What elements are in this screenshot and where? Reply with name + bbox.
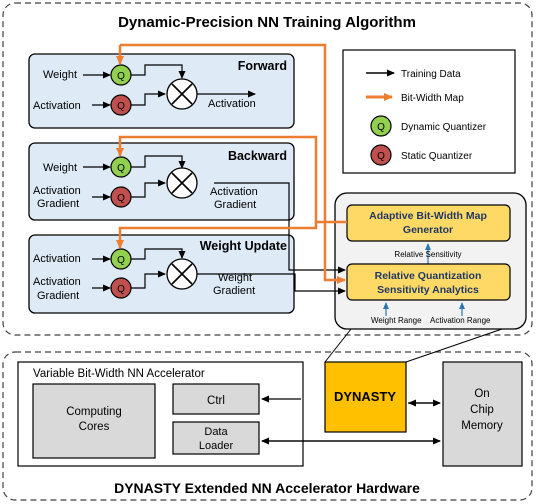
orange-input-to-analytics <box>120 43 346 284</box>
dynasty-box[interactable] <box>324 361 407 433</box>
analytics-label-1: Relative Quantization <box>375 270 482 282</box>
quantizer-q: Q <box>117 193 125 204</box>
legend-dynamic-quantizer: Dynamic Quantizer <box>401 122 487 133</box>
legend-bit-width-map: Bit-Width Map <box>401 93 464 104</box>
orange-map-to-weight-update <box>116 222 318 249</box>
relative-sensitivity-label: Relative Sensitivity <box>394 250 461 259</box>
computing-cores-label-1: Computing <box>66 406 122 418</box>
data-loader-label-1: Data <box>204 426 228 438</box>
forward-output-label: Activation <box>208 98 256 110</box>
ctrl-box[interactable] <box>172 383 260 415</box>
hardware-title: DYNASTY Extended NN Accelerator Hardware <box>114 480 420 496</box>
quantizer-q: Q <box>117 255 125 266</box>
wu-grad-label-2: Gradient <box>37 290 79 302</box>
backward-weight-label: Weight <box>43 162 77 174</box>
legend-dynamic-quantizer-icon <box>370 115 392 137</box>
quantizer-q: Q <box>117 284 125 295</box>
quantizer-q: Q <box>377 151 385 162</box>
analytics-box[interactable] <box>346 263 511 301</box>
accelerator-title: Variable Bit-Width NN Accelerator <box>33 368 205 380</box>
wu-activation-label: Activation <box>33 253 81 265</box>
wu-output-label-1: Weight <box>218 272 252 284</box>
legend-static-quantizer: Static Quantizer <box>401 151 473 162</box>
computing-cores-label-2: Cores <box>79 421 110 433</box>
weight-range-label: Weight Range <box>371 316 422 325</box>
data-loader-box[interactable] <box>172 421 260 455</box>
dynasty-label: DYNASTY <box>334 389 396 404</box>
map-generator-label-2: Generator <box>403 224 453 236</box>
backward-grad-label-2: Gradient <box>37 198 79 210</box>
forward-weight-label: Weight <box>43 69 77 81</box>
wu-output-label-2: Gradient <box>213 285 255 297</box>
hardware-section <box>2 351 533 501</box>
legend-static-quantizer-icon <box>370 144 392 166</box>
memory-label-1: On <box>474 388 489 400</box>
forward-activation-label: Activation <box>33 100 81 112</box>
wu-grad-label-1: Activation <box>33 276 81 288</box>
backward-output-label-2: Gradient <box>214 199 256 211</box>
algorithm-section <box>2 2 533 336</box>
weight-update-title: Weight Update <box>200 239 287 253</box>
quantizer-q: Q <box>117 163 125 174</box>
forward-title: Forward <box>238 59 287 73</box>
ctrl-label: Ctrl <box>207 395 225 407</box>
memory-box[interactable] <box>442 361 523 467</box>
data-loader-label-2: Loader <box>199 440 234 452</box>
computing-cores-box[interactable] <box>32 383 156 459</box>
quantizer-q: Q <box>117 101 125 112</box>
memory-label-2: Chip <box>470 404 494 416</box>
backward-output-label-1: Activation <box>210 186 258 198</box>
quantizer-q: Q <box>117 71 125 82</box>
algorithm-title: Dynamic-Precision NN Training Algorithm <box>118 14 416 31</box>
map-generator-label-1: Adaptive Bit-Width Map <box>369 210 487 222</box>
legend-training-data: Training Data <box>401 69 461 80</box>
backward-title: Backward <box>228 149 287 163</box>
orange-map-to-backward <box>116 135 347 224</box>
activation-range-label: Activation Range <box>430 316 491 325</box>
memory-label-3: Memory <box>461 420 503 432</box>
quantizer-q: Q <box>377 122 385 133</box>
analytics-label-2: Sensitivity Analytics <box>377 284 479 296</box>
backward-grad-label-1: Activation <box>33 185 81 197</box>
